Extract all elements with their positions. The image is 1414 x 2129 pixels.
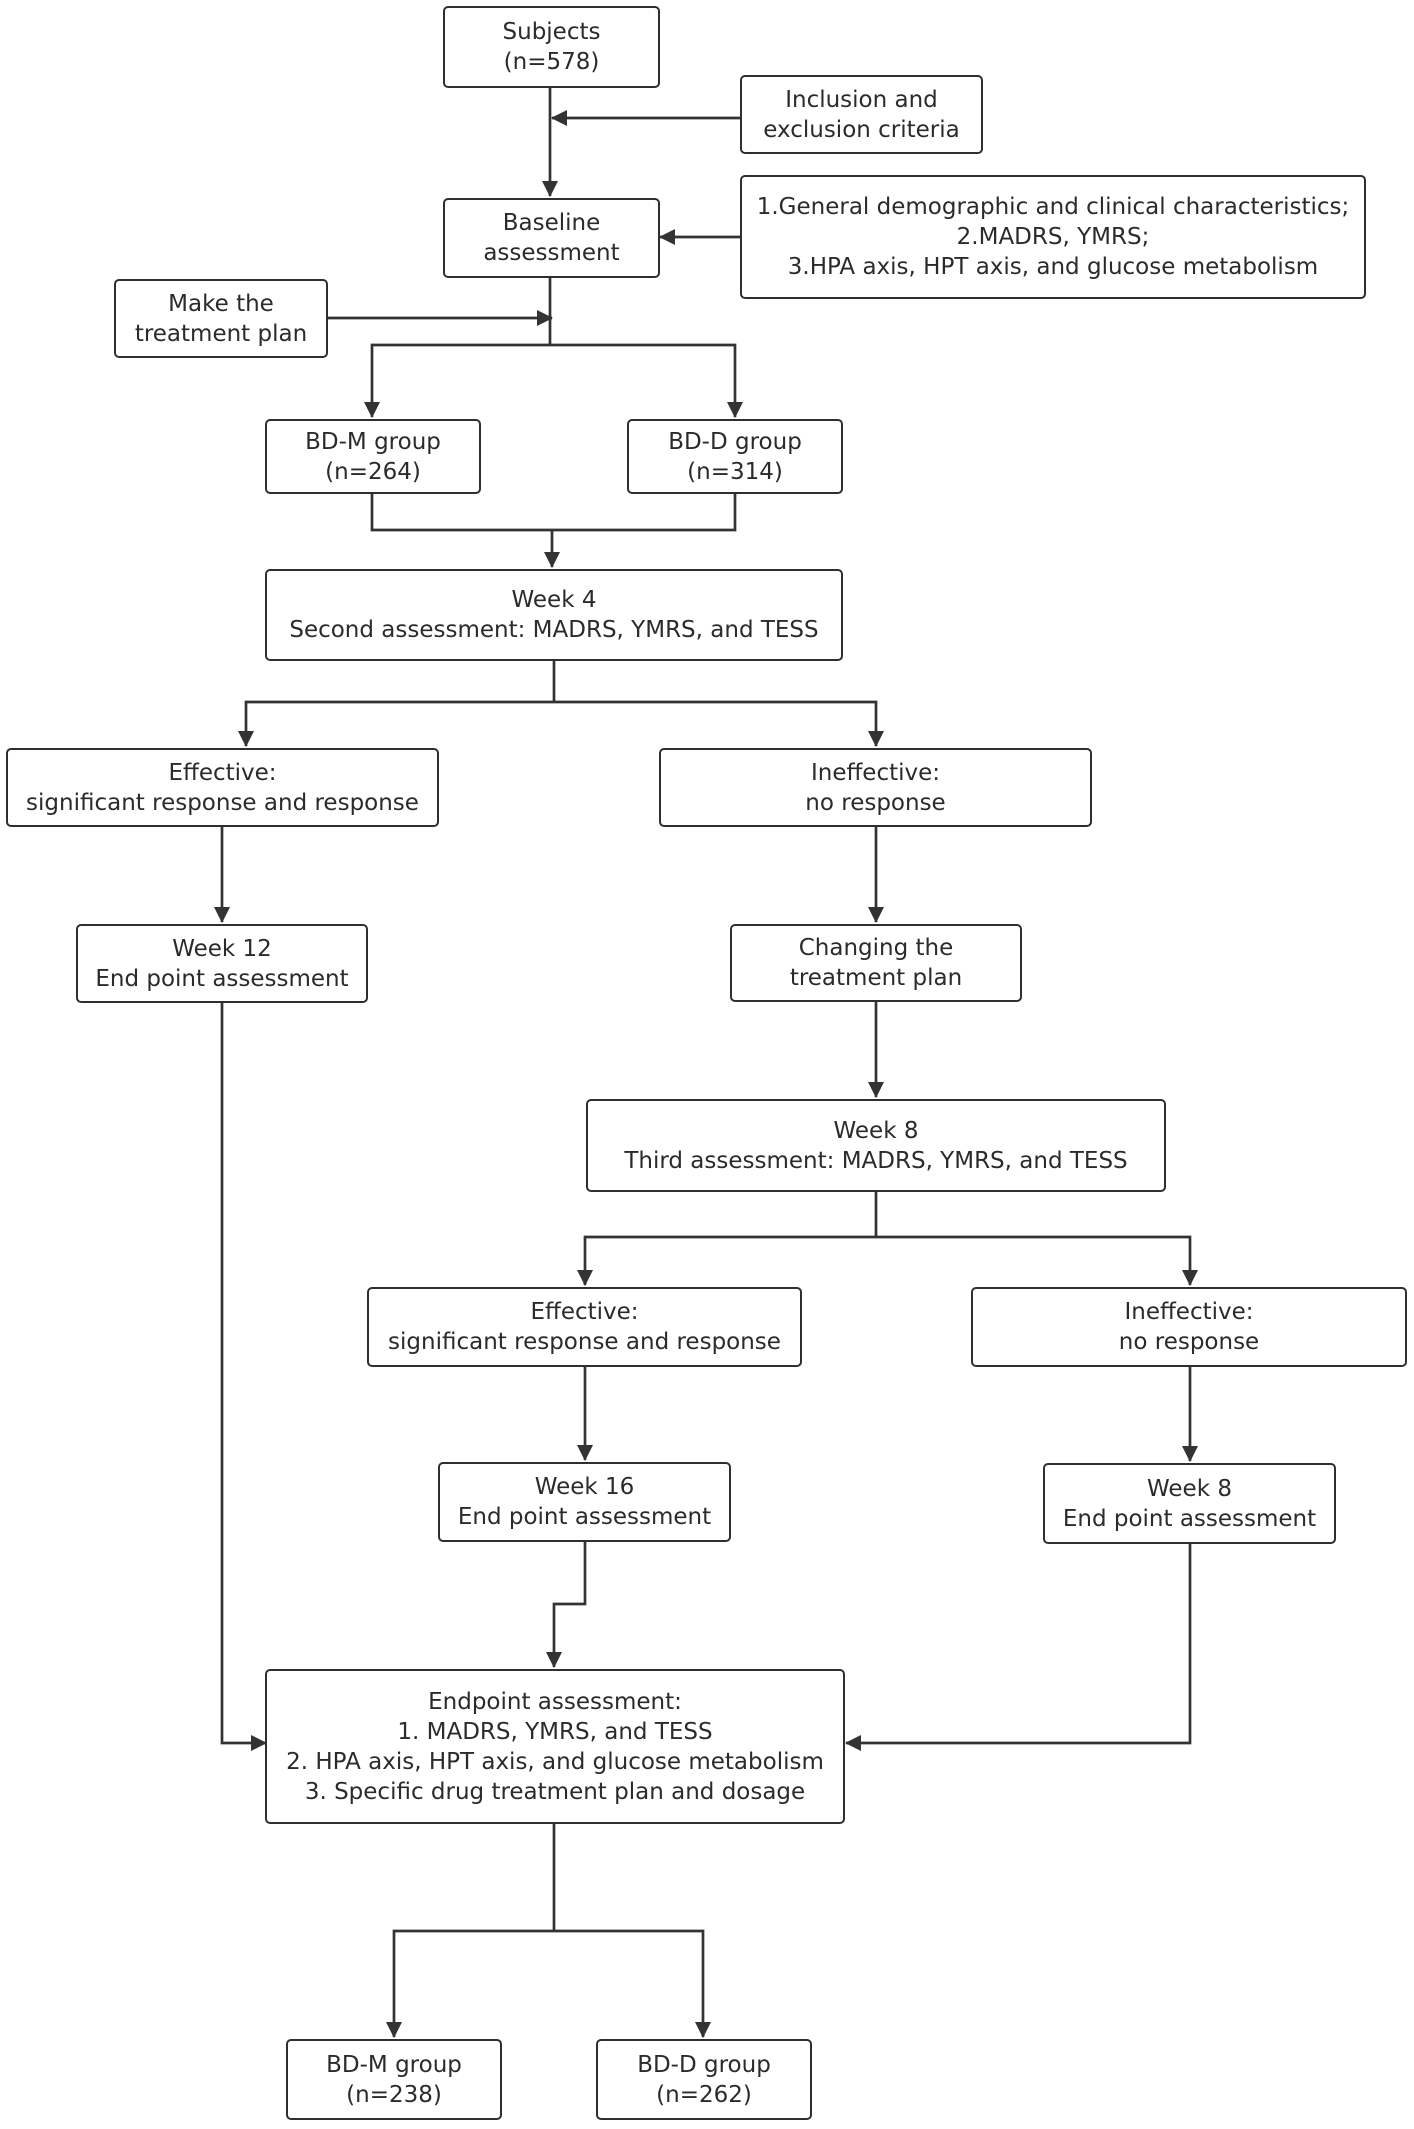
bdd-end-line-1: BD-D group bbox=[637, 2051, 771, 2078]
connector-split-bdm bbox=[364, 343, 550, 418]
bdm-start-line-1: BD-M group bbox=[305, 428, 441, 455]
bdm-start-box: BD-M group (n=264) bbox=[265, 419, 481, 494]
effective2-line-2: significant response and response bbox=[388, 1329, 781, 1355]
change-plan-box: Changing the treatment plan bbox=[730, 924, 1022, 1002]
subjects-box: Subjects (n=578) bbox=[443, 6, 660, 88]
bdd-end-line-2: (n=262) bbox=[656, 2081, 752, 2108]
ineffective2-line-1: Ineffective: bbox=[1124, 1299, 1254, 1325]
week8-line-2: Third assessment: MADRS, YMRS, and TESS bbox=[624, 1147, 1128, 1174]
criteria-line-2: exclusion criteria bbox=[763, 116, 960, 143]
connector-week8-end-to-endpoint bbox=[845, 1544, 1192, 1751]
subjects-line-1: Subjects bbox=[502, 19, 601, 45]
effective2-box: Effective: significant response and resp… bbox=[367, 1287, 802, 1367]
make-plan-box: Make the treatment plan bbox=[114, 279, 328, 358]
connector-endpoint-to-bdm bbox=[386, 1929, 554, 2038]
connector-bdm-merge bbox=[370, 494, 552, 532]
week12-line-1: Week 12 bbox=[172, 935, 272, 962]
change-plan-line-2: treatment plan bbox=[789, 965, 963, 991]
ineffective2-box: Ineffective: no response bbox=[971, 1287, 1407, 1367]
week8-box: Week 8 Third assessment: MADRS, YMRS, an… bbox=[586, 1099, 1166, 1192]
ineffective2-line-2: no response bbox=[1118, 1329, 1260, 1355]
week16-line-1: Week 16 bbox=[534, 1474, 635, 1500]
ineffective1-box: Ineffective: no response bbox=[659, 748, 1092, 827]
week4-box: Week 4 Second assessment: MADRS, YMRS, a… bbox=[265, 569, 843, 661]
effective1-line-2: significant response and response bbox=[26, 789, 419, 816]
endpoint-line-4: 3. Specific drug treatment plan and dosa… bbox=[304, 1778, 806, 1805]
week8-line-1: Week 8 bbox=[833, 1117, 919, 1144]
change-plan-line-1: Changing the bbox=[798, 935, 954, 961]
baseline-items-line-3: 3.HPA axis, HPT axis, and glucose metabo… bbox=[787, 254, 1319, 280]
baseline-items-box: 1.General demographic and clinical chara… bbox=[740, 175, 1366, 299]
week16-line-2: End point assessment bbox=[457, 1504, 712, 1530]
endpoint-line-1: Endpoint assessment: bbox=[428, 1688, 682, 1715]
make-plan-line-2: treatment plan bbox=[134, 320, 308, 347]
ineffective1-line-2: no response bbox=[805, 789, 946, 816]
baseline-box: Baseline assessment bbox=[443, 198, 660, 278]
criteria-box: Inclusion and exclusion criteria bbox=[740, 75, 983, 154]
connector-bdd-merge bbox=[552, 494, 737, 532]
connector-week12-to-endpoint bbox=[220, 1003, 267, 1751]
week8-end-box: Week 8 End point assessment bbox=[1043, 1463, 1336, 1544]
connector-week4-to-effective bbox=[238, 700, 554, 747]
bdm-end-box: BD-M group (n=238) bbox=[286, 2039, 502, 2120]
endpoint-line-2: 1. MADRS, YMRS, and TESS bbox=[397, 1718, 713, 1745]
endpoint-box: Endpoint assessment: 1. MADRS, YMRS, and… bbox=[265, 1669, 845, 1824]
week4-line-1: Week 4 bbox=[511, 587, 597, 613]
baseline-line-1: Baseline bbox=[502, 210, 601, 236]
bdm-end-line-1: BD-M group bbox=[326, 2051, 462, 2078]
effective2-line-1: Effective: bbox=[530, 1299, 639, 1325]
week12-box: Week 12 End point assessment bbox=[76, 924, 368, 1003]
bdm-start-line-2: (n=264) bbox=[325, 458, 421, 485]
ineffective1-line-1: Ineffective: bbox=[810, 759, 941, 786]
week8-end-line-1: Week 8 bbox=[1147, 1475, 1232, 1502]
week8-end-line-2: End point assessment bbox=[1062, 1505, 1317, 1532]
week4-line-2: Second assessment: MADRS, YMRS, and TESS bbox=[289, 617, 819, 643]
connector-endpoint-to-bdd bbox=[554, 1929, 711, 2038]
week12-line-2: End point assessment bbox=[95, 965, 349, 992]
connector-week8-to-effective bbox=[577, 1235, 876, 1286]
bdd-start-box: BD-D group (n=314) bbox=[627, 419, 843, 494]
baseline-line-2: assessment bbox=[483, 240, 620, 266]
connector-week4-to-ineffective bbox=[554, 700, 884, 747]
connector-week16-to-endpoint bbox=[546, 1542, 587, 1668]
endpoint-line-3: 2. HPA axis, HPT axis, and glucose metab… bbox=[286, 1748, 824, 1775]
bdd-start-line-1: BD-D group bbox=[668, 428, 802, 455]
bdm-end-line-2: (n=238) bbox=[346, 2081, 442, 2108]
baseline-items-line-1: 1.General demographic and clinical chara… bbox=[756, 194, 1350, 220]
connector-week8-to-ineffective bbox=[876, 1235, 1198, 1286]
baseline-items-line-2: 2.MADRS, YMRS; bbox=[956, 224, 1150, 250]
week16-box: Week 16 End point assessment bbox=[438, 1462, 731, 1542]
connectors bbox=[214, 88, 1198, 2038]
bdd-end-box: BD-D group (n=262) bbox=[596, 2039, 812, 2120]
make-plan-line-1: Make the bbox=[168, 290, 274, 317]
effective1-line-1: Effective: bbox=[168, 759, 277, 786]
effective1-box: Effective: significant response and resp… bbox=[6, 748, 439, 827]
bdd-start-line-2: (n=314) bbox=[687, 458, 783, 485]
subjects-line-2: (n=578) bbox=[503, 49, 600, 75]
connector-split-bdd bbox=[550, 343, 743, 418]
criteria-line-1: Inclusion and bbox=[785, 86, 938, 113]
